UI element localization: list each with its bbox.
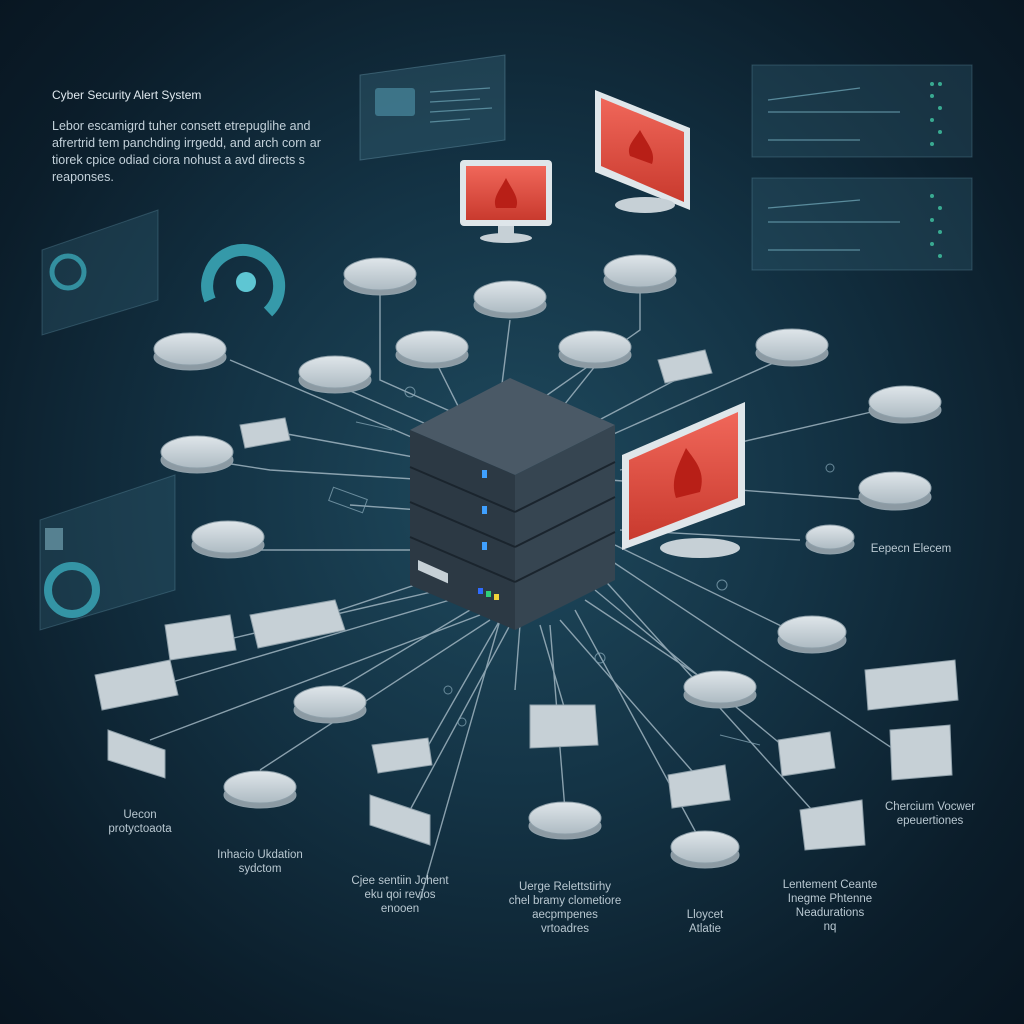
gauge-icon: [201, 244, 286, 317]
alert-monitor-top-right: [595, 90, 690, 213]
node-discs: [153, 254, 942, 869]
disc-node: [670, 830, 740, 869]
disc-node: [858, 471, 932, 511]
central-server-stack: [409, 378, 616, 630]
disc-node: [153, 332, 227, 371]
device-boxes: [94, 349, 959, 851]
disc-node: [868, 385, 942, 424]
device-box: [799, 799, 866, 851]
disc-node: [683, 670, 757, 709]
hud-panel-top-center: [359, 54, 506, 161]
device-box: [657, 349, 713, 384]
device-box: [107, 729, 166, 779]
mini-icons: [328, 386, 835, 746]
device-box: [239, 417, 291, 449]
hud-panel-left-upper: [41, 209, 159, 336]
disc-node: [603, 254, 677, 294]
device-box: [777, 731, 836, 777]
device-box: [889, 724, 953, 781]
node-label: Eepecn Elecem: [870, 543, 952, 555]
device-box: [164, 614, 237, 661]
disc-node: [293, 685, 367, 724]
intro-line: Lebor escamigrd tuher consett etrepuglih…: [52, 119, 311, 133]
disc-node: [160, 435, 234, 474]
device-box: [371, 737, 433, 774]
intro-line: reaponses.: [52, 170, 114, 184]
disc-node: [755, 328, 829, 367]
disc-node: [298, 355, 372, 394]
disc-node: [805, 524, 855, 555]
device-box: [369, 794, 431, 846]
disc-node: [777, 615, 847, 654]
device-box: [864, 659, 959, 711]
device-box: [94, 659, 179, 711]
hud-panel-left-lower: [39, 474, 176, 631]
disc-node: [473, 280, 547, 319]
intro-line: tiorek cpice odiad ciora nohust a avd di…: [52, 153, 305, 167]
disc-node: [343, 257, 417, 296]
hud-panel-top-right-2: [751, 177, 973, 271]
disc-node: [395, 330, 469, 369]
disc-node: [223, 770, 297, 809]
disc-node: [191, 520, 265, 559]
hud-panel-top-right-1: [751, 64, 973, 158]
disc-node: [558, 330, 632, 369]
device-box: [249, 599, 346, 649]
intro-text: Lebor escamigrd tuher consett etrepuglih…: [52, 118, 342, 186]
disc-node: [528, 801, 602, 840]
intro-line: afrertrid tem panchding irrgedd, and arc…: [52, 136, 321, 150]
page-title: Cyber Security Alert System: [52, 88, 202, 102]
device-box: [529, 704, 599, 749]
alert-monitor-right: [622, 402, 745, 558]
device-box: [667, 764, 731, 809]
alert-monitor-top-left: [460, 160, 552, 243]
